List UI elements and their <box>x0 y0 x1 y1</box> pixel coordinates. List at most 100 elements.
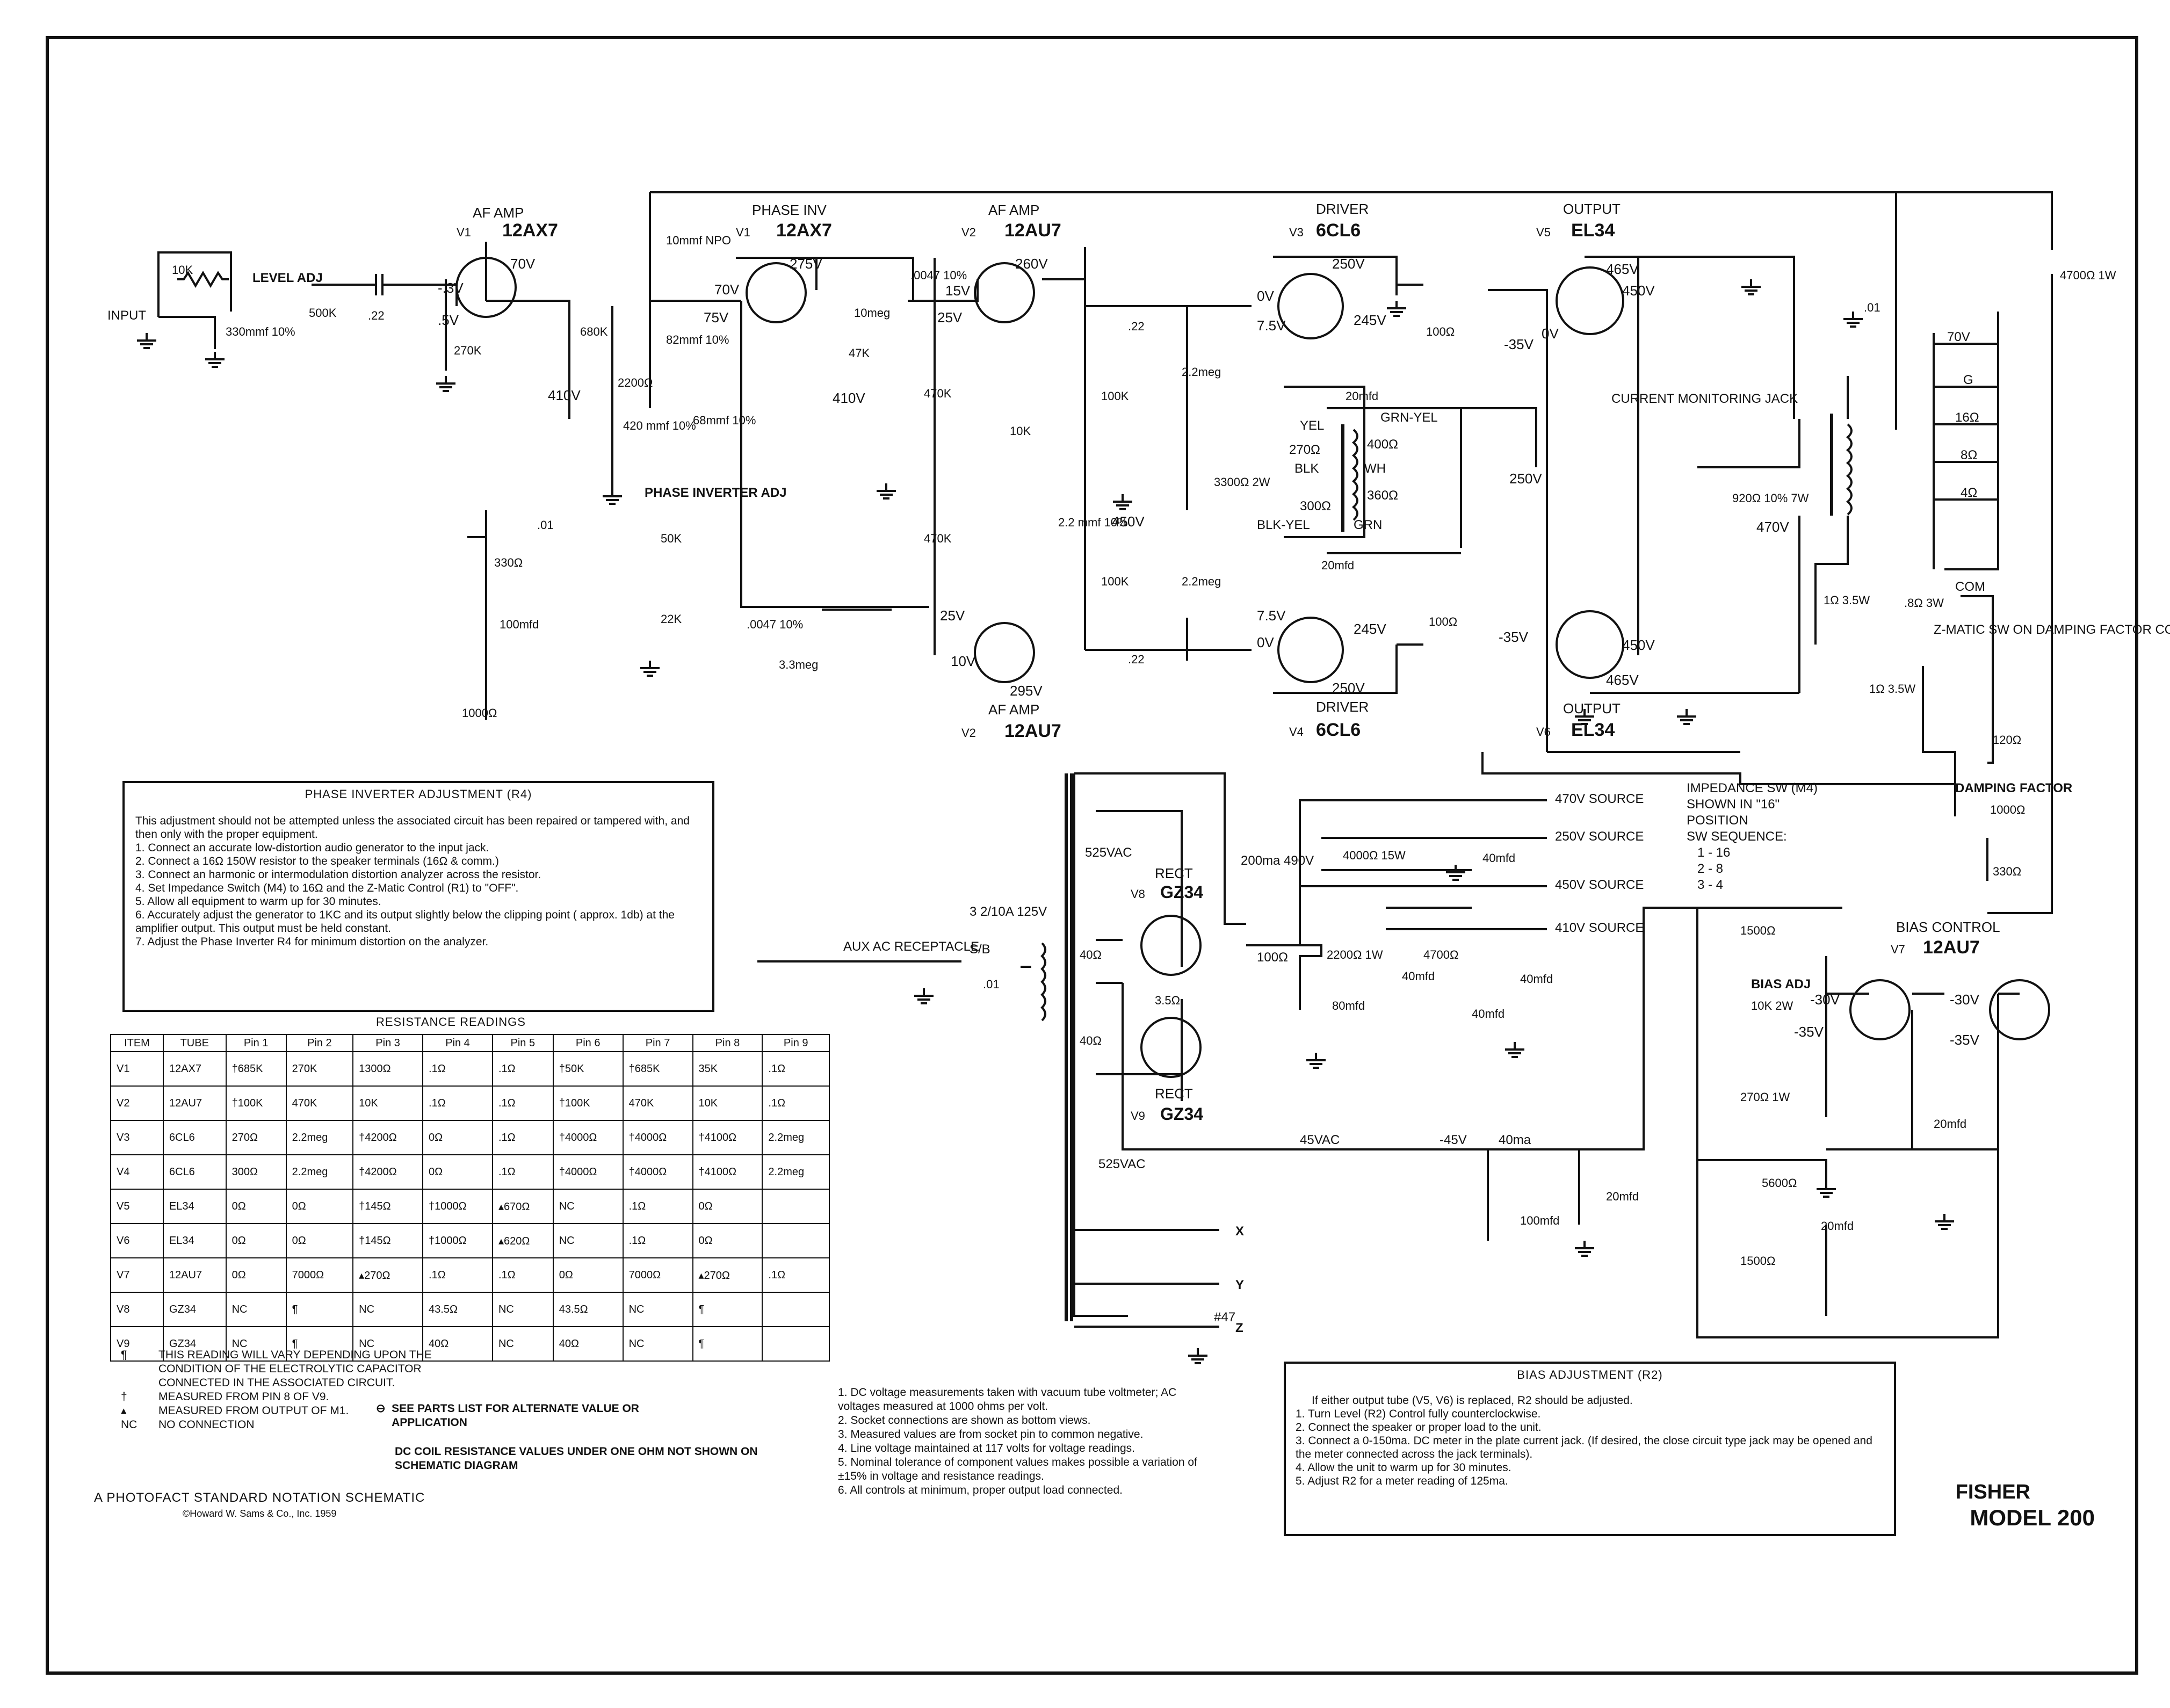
v2a-id: V2 <box>961 226 976 239</box>
t1-primary <box>1040 942 1046 1022</box>
resistance-cell: †4000Ω <box>552 1120 624 1155</box>
v3-plate-v: 250V <box>1332 256 1365 272</box>
ac-525a: 525VAC <box>1085 845 1132 860</box>
resistance-cell: 43.5Ω <box>422 1292 493 1327</box>
resistance-cell: 0Ω <box>225 1257 287 1293</box>
resistance-cell: NC <box>225 1326 287 1362</box>
v4-grid-v: 0V <box>1257 634 1274 650</box>
tap-8: 8Ω <box>1961 448 1977 462</box>
resistance-cell: †145Ω <box>352 1189 424 1224</box>
tube-v8 <box>1140 915 1202 976</box>
legend-dc-coil: DC COIL RESISTANCE VALUES UNDER ONE OHM … <box>395 1445 758 1472</box>
resistance-header-cell: Pin 8 <box>692 1034 763 1052</box>
resistance-cell: NC <box>622 1326 693 1362</box>
r33-value: 270Ω 1W <box>1740 1090 1790 1104</box>
resistance-cell: 0Ω <box>552 1257 624 1293</box>
r30-value: 5600Ω <box>1762 1176 1797 1190</box>
legend-pilcrow: ¶THIS READING WILL VARY DEPENDING UPON T… <box>121 1348 819 1390</box>
r6-value: 270K <box>454 344 482 357</box>
resistance-cell: 0Ω <box>692 1189 763 1224</box>
r29-value: 330Ω <box>1993 865 2021 878</box>
v5-cathode-v: 0V <box>1542 325 1559 342</box>
phase-adj-steps: 1. Connect an accurate low-distortion au… <box>135 841 701 949</box>
v4-screen-v: 245V <box>1354 621 1386 637</box>
v1a-title: AF AMP <box>473 205 524 221</box>
tube-v3 <box>1277 273 1344 339</box>
resistance-cell: †4200Ω <box>352 1154 424 1190</box>
v6-grid-v: -35V <box>1499 629 1529 645</box>
impedance-line-4: SW SEQUENCE: <box>1687 829 1787 844</box>
impedance-line-3: POSITION <box>1687 813 1748 828</box>
v3-id: V3 <box>1289 226 1304 239</box>
v2a-cathode-v: 25V <box>937 309 963 325</box>
resistance-header-cell: Pin 4 <box>422 1034 493 1052</box>
legend-see-parts: ⊖SEE PARTS LIST FOR ALTERNATE VALUE OR A… <box>376 1402 655 1430</box>
legend-triangle-text: MEASURED FROM OUTPUT OF M1. <box>158 1405 349 1417</box>
ac-45: 45VAC <box>1300 1133 1340 1147</box>
resistance-header-cell: Pin 5 <box>491 1034 554 1052</box>
note-item: 4. Line voltage maintained at 117 volts … <box>838 1442 1135 1454</box>
misc-250v: 250V <box>1509 471 1542 487</box>
v1a-id: V1 <box>457 226 471 239</box>
bias-adj-title: BIAS ADJUSTMENT (R2) <box>1517 1368 1663 1381</box>
v1a-cathode-v: .5V <box>438 312 459 328</box>
bias-adj-step: 1. Turn Level (R2) Control fully counter… <box>1296 1408 1541 1420</box>
tube-v4 <box>1277 617 1344 683</box>
resistance-cell <box>762 1326 830 1362</box>
phase-adj-step: 5. Allow all equipment to warm up for 30… <box>135 895 381 908</box>
component-values: 10K 330mmf 10% 500K .22 270K 680K 10mmf … <box>172 234 2116 1268</box>
fuse-label: 3 2/10A 125V <box>970 904 1047 919</box>
v4-title: DRIVER <box>1316 699 1369 715</box>
resistance-cell: 2.2meg <box>285 1120 354 1155</box>
c2b-value: 40mfd <box>1482 851 1515 865</box>
c1-value: 80mfd <box>1332 999 1365 1012</box>
t1-res-1: 40Ω <box>1080 948 1102 961</box>
resistance-cell: †4000Ω <box>622 1120 693 1155</box>
r9-value: 1000Ω <box>462 706 497 720</box>
note-item: 1. DC voltage measurements taken with va… <box>838 1386 1177 1413</box>
resistance-cell: 0Ω <box>285 1189 354 1224</box>
resistance-cell: .1Ω <box>491 1120 554 1155</box>
v4-type: 6CL6 <box>1316 720 1361 740</box>
resistance-cell: †4200Ω <box>352 1120 424 1155</box>
resistance-cell: †4000Ω <box>622 1154 693 1190</box>
resistance-cell: V4 <box>110 1154 164 1190</box>
phase-inverter-adjustment-box: PHASE INVERTER ADJUSTMENT (R4) This adju… <box>122 781 714 1012</box>
tube-v1a <box>455 257 517 318</box>
model-label: MODEL 200 <box>1970 1505 2095 1530</box>
v9-id: V9 <box>1131 1109 1145 1123</box>
output-z: Z <box>1235 1321 1243 1335</box>
c12-value: 420 mmf 10% <box>623 419 696 432</box>
v5-screen-v: 450V <box>1622 283 1655 299</box>
t1-res-2: 3.5Ω <box>1155 994 1180 1007</box>
v6-id: V6 <box>1536 725 1551 739</box>
c9-value: 330mmf 10% <box>226 325 295 338</box>
c17-value: 2.2 mmf 10% <box>1058 516 1128 529</box>
resistance-cell: ▴620Ω <box>491 1223 554 1258</box>
source-450: 450V SOURCE <box>1555 878 1644 892</box>
v2a-b-v: 410V <box>833 390 865 406</box>
note-item: 3. Measured values are from socket pin t… <box>838 1428 1144 1441</box>
resistance-cell: .1Ω <box>622 1189 693 1224</box>
v2b-title: AF AMP <box>988 701 1039 718</box>
note-item: 2. Socket connections are shown as botto… <box>838 1414 1091 1427</box>
v5-type: EL34 <box>1571 220 1615 241</box>
c21-value: .01 <box>1864 301 1880 314</box>
t2-360: 360Ω <box>1367 488 1398 503</box>
v1a-grid-v: -.3V <box>438 280 464 296</box>
schematic-labels: INPUT LEVEL ADJ PHASE INVERTER ADJ CURRE… <box>107 271 2170 1335</box>
resistance-cell: .1Ω <box>422 1257 493 1293</box>
resistance-cell: 10K <box>352 1085 424 1121</box>
resistance-cell: †4100Ω <box>692 1154 763 1190</box>
voltage-readings: 70V -.3V .5V 410V 275V 70V 75V 260V 15V … <box>438 256 1980 1048</box>
bias-adj-intro: If either output tube (V5, V6) is replac… <box>1312 1394 1633 1407</box>
tap-70v: 70V <box>1947 330 1970 344</box>
r35-value: 2200Ω 1W <box>1327 948 1383 961</box>
v5-plate-v: 465V <box>1606 261 1639 277</box>
switch-label: S/B <box>970 942 990 957</box>
